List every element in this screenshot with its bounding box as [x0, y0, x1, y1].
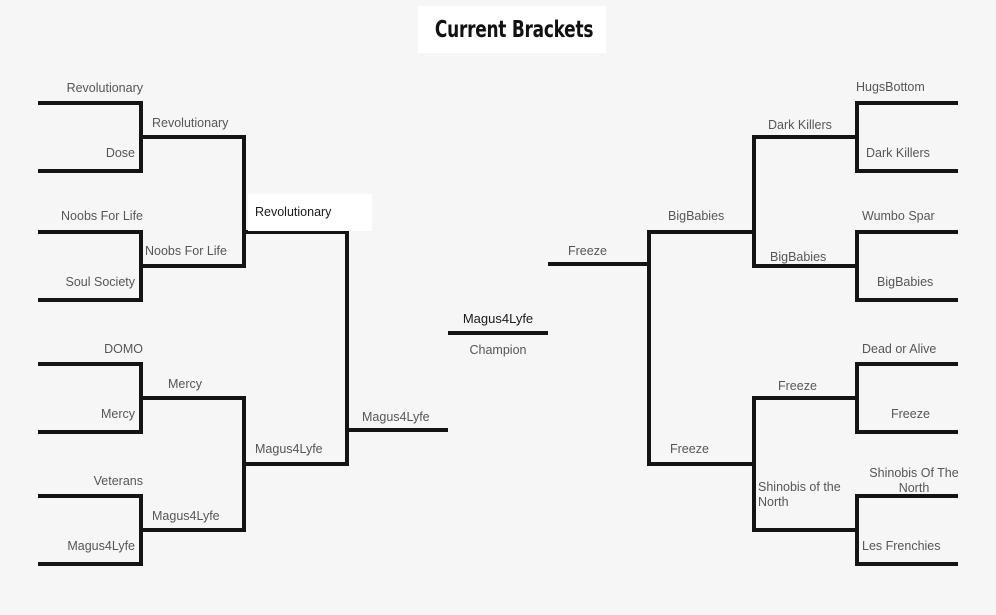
bracket-connector-r-r1-m3 [855, 362, 859, 434]
team-label-r-r2-m2-top[interactable]: Freeze [778, 379, 817, 393]
team-label-l-r1-m4-bottom[interactable]: Magus4Lyfe [67, 539, 135, 553]
bracket-line-l-r1-m1-bottom [38, 169, 143, 173]
team-label-r-r2-m2-bottom[interactable]: Shinobis of the North [758, 480, 841, 509]
team-label-r-r1-m3-bottom[interactable]: Freeze [891, 407, 930, 421]
bracket-line-r-final [548, 262, 649, 266]
team-label-r-r2-m1-top[interactable]: Dark Killers [768, 118, 832, 132]
bracket-line-l-final [347, 428, 448, 432]
bracket-connector-r-r1-m1 [855, 101, 859, 173]
team-label-r-r2-m1-bottom[interactable]: BigBabies [770, 250, 827, 264]
bracket-line-l-r2-m1-top [141, 135, 246, 139]
bracket-line-r-r2-m1-bottom [752, 264, 857, 268]
bracket-connector-l-r2-m1 [242, 135, 246, 268]
team-label-r-final[interactable]: Freeze [568, 244, 607, 258]
team-label-l-r1-m1-bottom[interactable]: Dose [105, 146, 135, 160]
bracket-line-r-r1-m3-top [855, 362, 958, 366]
page-title: Current Brackets [434, 17, 594, 43]
team-label-l-r3-bottom[interactable]: Magus4Lyfe [255, 442, 323, 456]
team-label-l-r2-m2-top[interactable]: Mercy [168, 377, 203, 391]
team-label-l-r1-m2-bottom[interactable]: Soul Society [65, 275, 135, 289]
team-label-l-r3-top-highlighted[interactable]: Revolutionary [248, 194, 372, 231]
bracket-line-r-r2-m2-top [752, 396, 857, 400]
team-label-r-r1-m2-top[interactable]: Wumbo Spar [862, 209, 935, 223]
bracket-connector-r-r1-m2 [855, 230, 859, 302]
bracket-connector-l-r3 [345, 230, 349, 466]
team-label-l-r2-m1-bottom[interactable]: Noobs For Life [145, 244, 227, 258]
champion-caption: Champion [469, 343, 527, 357]
bracket-line-r-r1-m4-top [855, 494, 958, 498]
bracket-line-l-r1-m1-top [38, 101, 143, 105]
team-label-l-r1-m2-top[interactable]: Noobs For Life [61, 209, 143, 223]
bracket-line-r-r3-top [647, 230, 752, 234]
bracket-line-l-r2-m2-bottom [141, 528, 246, 532]
bracket-line-r-r1-m1-bottom [855, 169, 958, 173]
title-background [418, 6, 606, 53]
bracket-line-l-r1-m4-bottom [38, 562, 143, 566]
bracket-line-l-r1-m3-top [38, 362, 143, 366]
bracket-line-l-r2-m2-top [141, 396, 246, 400]
bracket-line-l-r1-m2-top [38, 230, 143, 234]
team-label-r-r3-bottom[interactable]: Freeze [670, 442, 709, 456]
bracket-connector-r-r3 [647, 230, 651, 466]
team-label-l-r1-m4-top[interactable]: Veterans [93, 474, 143, 488]
champion-name[interactable]: Magus4Lyfe [462, 311, 534, 326]
team-label-l-final[interactable]: Magus4Lyfe [362, 410, 430, 424]
bracket-line-r-r3-bottom [647, 462, 752, 466]
bracket-line-l-r3-top [244, 230, 349, 234]
team-label-l-r1-m1-top[interactable]: Revolutionary [66, 81, 143, 95]
team-label-r-r3-top[interactable]: BigBabies [668, 209, 725, 223]
champion-line [448, 331, 548, 335]
bracket-line-r-r2-m1-top [752, 135, 857, 139]
bracket-connector-r-r2-m2 [752, 396, 756, 532]
team-label-r-r1-m1-bottom[interactable]: Dark Killers [866, 146, 930, 160]
team-label-l-r2-m2-bottom[interactable]: Magus4Lyfe [152, 509, 220, 523]
bracket-line-l-r3-bottom [244, 462, 349, 466]
team-label-r-r1-m3-top[interactable]: Dead or Alive [862, 342, 937, 356]
bracket-line-l-r1-m2-bottom [38, 298, 143, 302]
team-label-r-r1-m2-bottom[interactable]: BigBabies [877, 275, 934, 289]
bracket-line-r-r1-m4-bottom [855, 562, 958, 566]
bracket-line-r-r2-m2-bottom [752, 528, 857, 532]
bracket-line-l-r2-m1-bottom [141, 264, 246, 268]
bracket-connector-r-r1-m4 [855, 494, 859, 566]
team-label-l-r2-m1-top[interactable]: Revolutionary [152, 116, 229, 130]
team-label-l-r1-m3-bottom[interactable]: Mercy [100, 407, 135, 421]
team-label-r-r1-m1-top[interactable]: HugsBottom [856, 80, 925, 94]
bracket-line-r-r1-m1-top [855, 101, 958, 105]
team-label-l-r1-m3-top[interactable]: DOMO [104, 342, 143, 356]
bracket-line-l-r1-m3-bottom [38, 430, 143, 434]
bracket-line-r-r1-m3-bottom [855, 430, 958, 434]
bracket-line-l-r1-m4-top [38, 494, 143, 498]
bracket-line-r-r1-m2-bottom [855, 298, 958, 302]
bracket-connector-r-r2-m1 [752, 135, 756, 268]
bracket-line-r-r1-m2-top [855, 230, 958, 234]
team-label-r-r1-m4-top[interactable]: Shinobis Of The North [869, 466, 959, 495]
team-label-r-r1-m4-bottom[interactable]: Les Frenchies [862, 539, 941, 553]
